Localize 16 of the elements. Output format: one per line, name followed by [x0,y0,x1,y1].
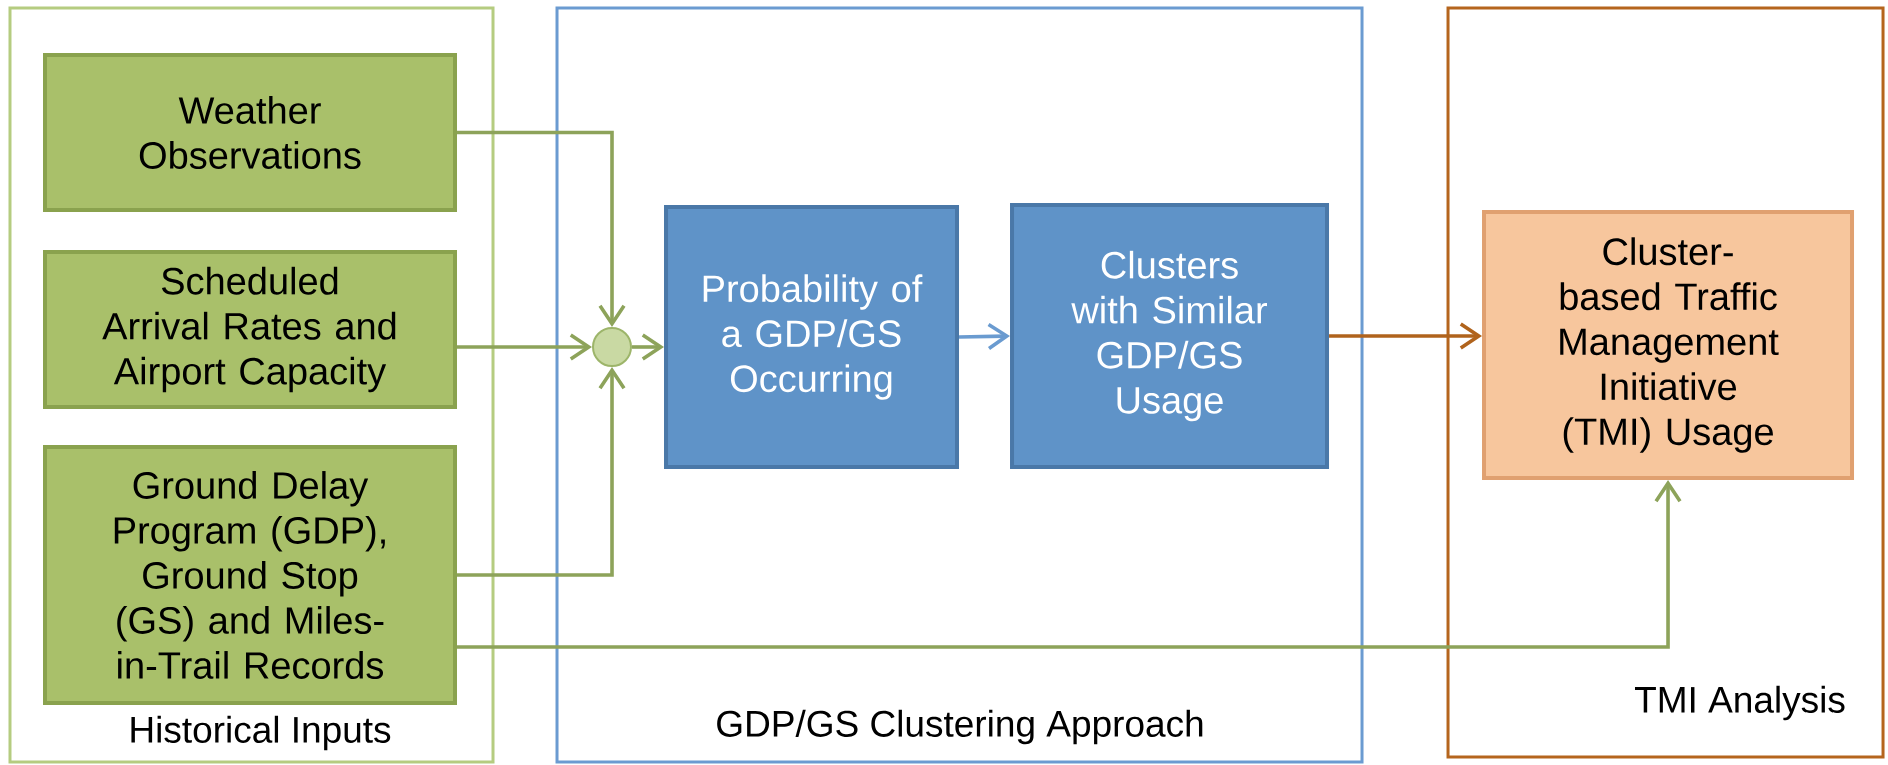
group-title: Historical Inputs [131,715,391,751]
group-title: GDP/GS Clustering Approach [717,709,1203,745]
junction-circle [592,327,632,367]
process-box: Cluster-based Traffic Management Initiative (TMI) Usage [1482,210,1855,480]
process-box: Weather Observations [43,53,457,212]
process-box: Clusters with Similar GDP/GS Usage [1010,203,1329,469]
arrow [457,130,626,327]
group-title: TMI Analysis [1635,685,1845,721]
process-box: Scheduled Arrival Rates and Airport Capacity [43,250,457,409]
arrow [457,480,1682,649]
process-box: Ground Delay Program (GDP), Ground Stop (GS) and Miles-in-Trail Records [43,445,457,705]
arrow [457,333,592,361]
arrow [457,367,626,577]
arrow [1329,322,1483,350]
process-box: Probability of a GDP/GS Occurring [664,205,959,469]
arrow [959,322,1010,350]
